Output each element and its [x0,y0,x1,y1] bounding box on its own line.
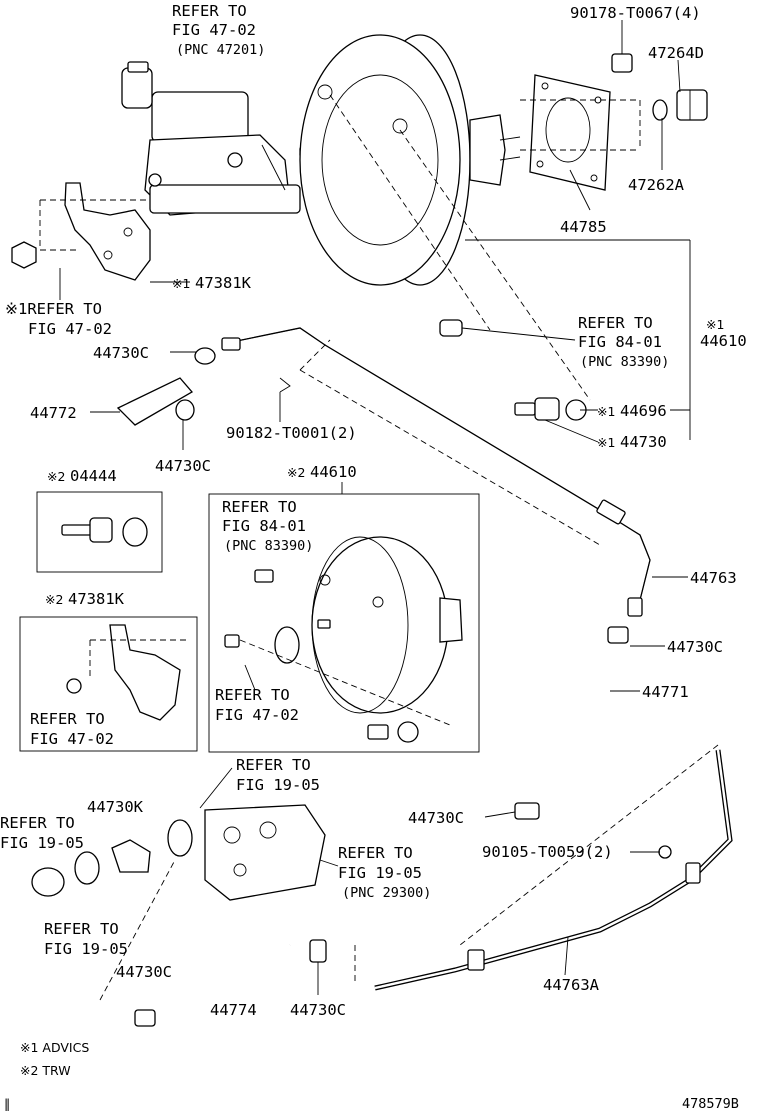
label-44610: 44610 [700,332,747,350]
box2-refer-8401-line2: FIG 84-01 [222,517,306,535]
brake-booster-top-drawing [299,34,521,286]
label-box2-title: 44610 [310,463,357,481]
label-44785: 44785 [560,218,607,236]
label-90182: 90182-T0001(2) [226,424,357,442]
figure-id: 478579B [682,1096,739,1112]
box2-refer-8401-line1: REFER TO [222,498,297,516]
label-90178: 90178-T0067(4) [570,4,701,22]
mark-1-47381k: ※1 [172,276,190,291]
refer-1905-a-line2: FIG 19-05 [236,776,320,794]
hoses-bottom-drawing [134,626,629,1027]
clamp-44730c-top-drawing [116,347,291,426]
refer-8401-line1: REFER TO [578,314,653,332]
box-47381k-trw [19,616,198,752]
gasket-44785-drawing [520,74,641,191]
box-04444 [36,491,163,573]
label-44730c-d: 44730C [408,809,464,827]
box3-refer-line2: FIG 47-02 [30,730,114,748]
label-47381k: 47381K [195,274,252,292]
leader-lines [59,20,688,995]
box3-refer-line1: REFER TO [30,710,105,728]
check-valve-top-drawing [329,94,691,440]
pipe-44763a-drawing [374,744,733,991]
refer-1905-c-line3: (PNC 29300) [342,885,431,901]
refer-1905-b-line1: REFER TO [0,814,75,832]
label-44730c-c: 44730C [667,638,723,656]
nut-and-bushing-drawing [611,53,708,121]
refer-8401-line3: (PNC 83390) [580,354,669,370]
refer-1905-c-line2: FIG 19-05 [338,864,422,882]
label-box1-title: 04444 [70,467,117,485]
label-44730c-b: 44730C [155,457,211,475]
refer-8401-line2: FIG 84-01 [578,333,662,351]
label-44771: 44771 [642,683,689,701]
label-44772: 44772 [30,404,77,422]
label-47264d: 47264D [648,44,704,62]
refer-mc-line2: FIG 47-02 [172,21,256,39]
bracket-47381k-drawing [11,182,151,281]
label-44730k: 44730K [87,798,144,816]
corner-mark: ‖ [4,1096,10,1111]
refer-472-left-line1: ※1REFER TO [5,300,102,318]
box-44610-trw [208,493,480,753]
vacuum-pump-drawing [31,804,326,1001]
refer-1905-d-line1: REFER TO [44,920,119,938]
label-47262a: 47262A [628,176,685,194]
label-box3-title: 47381K [68,590,125,608]
legend-trw: ※2 TRW [20,1063,71,1078]
box2-refer-8401-line3: (PNC 83390) [224,538,313,554]
refer-1905-d-line2: FIG 19-05 [44,940,128,958]
mark-2-44610: ※2 [287,465,305,480]
box2-refer-472-line1: REFER TO [215,686,290,704]
vacuum-pipe-44763-drawing [221,327,651,617]
label-44730: 44730 [620,433,667,451]
refer-mc-line3: (PNC 47201) [176,42,265,58]
mark-2-47381k: ※2 [45,592,63,607]
mark-2-04444: ※2 [47,469,65,484]
label-44730c-e: 44730C [116,963,172,981]
label-44774: 44774 [210,1001,257,1019]
refer-1905-a-line1: REFER TO [236,756,311,774]
label-44763: 44763 [690,569,737,587]
legend-advics: ※1 ADVICS [20,1040,89,1055]
label-90105: 90105-T0059(2) [482,843,613,861]
box2-refer-472-line2: FIG 47-02 [215,706,299,724]
refer-1905-b-line2: FIG 19-05 [0,834,84,852]
mark-1-44696: ※1 [597,404,615,419]
refer-1905-c-line1: REFER TO [338,844,413,862]
label-44730c-a: 44730C [93,344,149,362]
label-44696: 44696 [620,402,667,420]
label-44730c-f: 44730C [290,1001,346,1019]
refer-mc-line1: REFER TO [172,2,247,20]
mark-1-44610: ※1 [706,317,724,332]
mark-1-44730: ※1 [597,435,615,450]
refer-472-left-line2: FIG 47-02 [28,320,112,338]
label-44763a: 44763A [543,976,600,994]
